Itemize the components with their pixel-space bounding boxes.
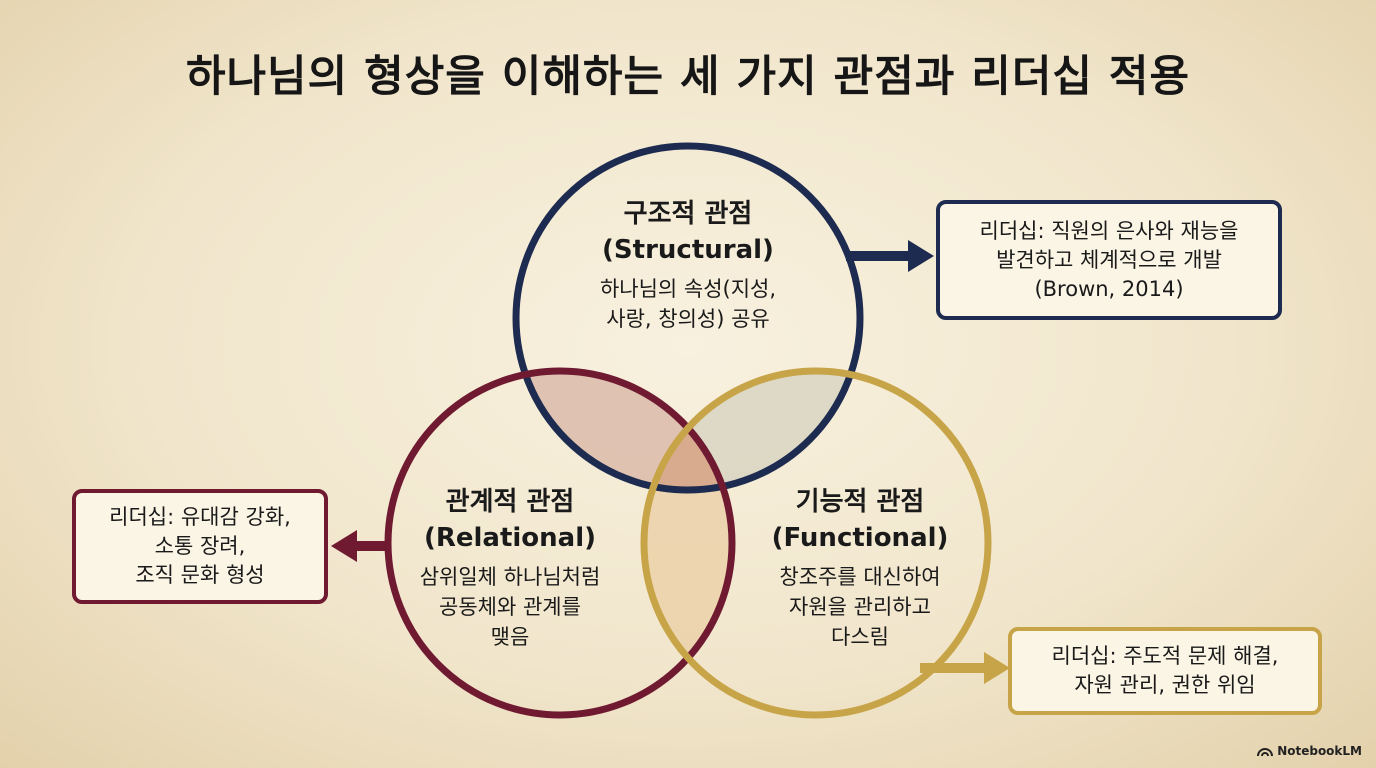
relational-desc-line: 공동체와 관계를: [439, 595, 581, 619]
notebooklm-logo: NotebookLM: [1257, 744, 1362, 758]
box-line: 조직 문화 형성: [135, 563, 265, 587]
box-line: 소통 장려,: [154, 534, 246, 558]
box-line: 리더십: 주도적 문제 해결,: [1051, 644, 1279, 668]
relational-label: 관계적 관점 (Relational) 삼위일체 하나님처럼 공동체와 관계를 …: [380, 484, 640, 652]
functional-eng: (Functional): [771, 523, 949, 553]
functional-label: 기능적 관점 (Functional) 창조주를 대신하여 자원을 관리하고 다…: [732, 484, 988, 652]
functional-circle: [640, 367, 992, 719]
structural-desc-line: 사랑, 창의성) 공유: [606, 307, 770, 331]
relational-name: 관계적 관점: [445, 487, 575, 517]
box-line: 발견하고 체계적으로 개발: [996, 247, 1222, 272]
functional-desc: 창조주를 대신하여 자원을 관리하고 다스림: [732, 562, 988, 652]
relational-eng: (Relational): [423, 523, 597, 553]
relational-desc: 삼위일체 하나님처럼 공동체와 관계를 맺음: [380, 562, 640, 652]
relational-desc-line: 삼위일체 하나님처럼: [419, 565, 601, 589]
functional-desc-line: 다스림: [831, 625, 889, 649]
relational-circle: [384, 367, 736, 719]
structural-arrow: [846, 240, 934, 272]
notebooklm-icon: [1257, 747, 1274, 756]
structural-eng: (Structural): [602, 235, 774, 265]
functional-desc-line: 창조주를 대신하여: [779, 565, 941, 589]
relational-desc-line: 맺음: [490, 625, 530, 649]
box-line: (Brown, 2014): [1034, 276, 1184, 301]
relational-arrow: [331, 530, 387, 562]
functional-name: 기능적 관점: [795, 487, 925, 517]
functional-desc-line: 자원을 관리하고: [789, 595, 931, 619]
structural-circle: [512, 142, 864, 494]
structural-desc: 하나님의 속성(지성, 사랑, 창의성) 공유: [540, 274, 836, 334]
box-line: 자원 관리, 권한 위임: [1074, 673, 1256, 697]
structural-label: 구조적 관점 (Structural) 하나님의 속성(지성, 사랑, 창의성)…: [540, 196, 836, 334]
box-line: 리더십: 직원의 은사와 재능을: [979, 218, 1239, 243]
functional-leadership-box: 리더십: 주도적 문제 해결, 자원 관리, 권한 위임: [1008, 627, 1322, 715]
structural-leadership-box: 리더십: 직원의 은사와 재능을 발견하고 체계적으로 개발 (Brown, 2…: [936, 200, 1282, 320]
logo-text: NotebookLM: [1277, 744, 1362, 758]
overlap-structural-relational: [516, 371, 732, 490]
structural-desc-line: 하나님의 속성(지성,: [599, 277, 777, 301]
relational-leadership-box: 리더십: 유대감 강화, 소통 장려, 조직 문화 형성: [72, 489, 328, 604]
page-title: 하나님의 형상을 이해하는 세 가지 관점과 리더십 적용: [185, 52, 1191, 102]
functional-arrow: [920, 652, 1010, 684]
overlap-structural-functional: [644, 371, 860, 490]
structural-name: 구조적 관점: [623, 199, 753, 229]
box-line: 리더십: 유대감 강화,: [109, 505, 291, 529]
